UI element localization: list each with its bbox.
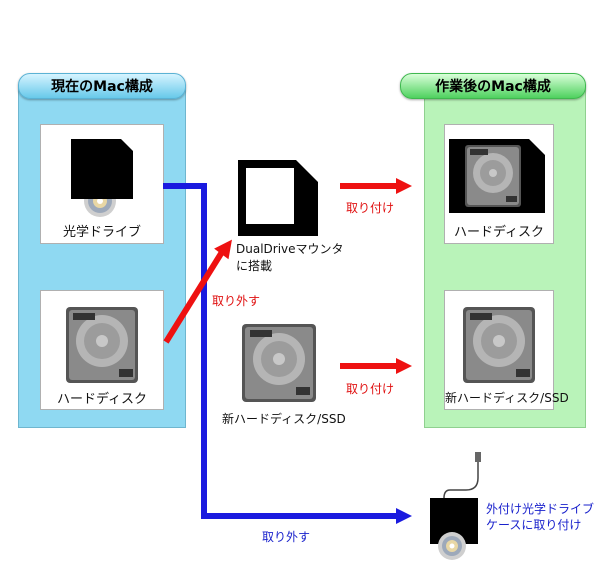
- current-config-header: 現在のMac構成: [18, 73, 186, 99]
- external-optical-drive-icon: [430, 452, 481, 560]
- mounted-hard-disk-icon: [449, 139, 545, 213]
- attach-label-bottom: 取り付け: [346, 382, 395, 396]
- after-config-header: 作業後のMac構成: [400, 73, 586, 99]
- external-case-label-1: 外付け光学ドライブ: [486, 502, 595, 516]
- new-hard-disk-icon: [463, 307, 535, 383]
- red-arrowhead-bottom: [396, 358, 412, 374]
- hdd-label-current: ハードディスク: [56, 392, 148, 407]
- new-disk-middle-label: 新ハードディスク/SSD: [222, 412, 346, 426]
- dualdrive-mounter-icon: [238, 160, 318, 236]
- hdd-card-after-top: ハードディスク: [444, 124, 554, 244]
- new-hdd-card-after: 新ハードディスク/SSD: [444, 290, 569, 410]
- remove-label-red: 取り外す: [212, 294, 261, 308]
- optical-drive-icon: [71, 139, 133, 217]
- red-diagonal-arrowhead: [214, 239, 232, 260]
- hdd-card-current: ハードディスク: [40, 290, 164, 410]
- remove-label-blue: 取り外す: [262, 530, 311, 544]
- external-case-label-2: ケースに取り付け: [486, 518, 582, 532]
- dualdrive-label-1: DualDriveマウンタ: [236, 242, 344, 256]
- blue-arrowhead: [396, 508, 412, 524]
- blue-arrow-path: [163, 183, 398, 519]
- optical-drive-card: 光学ドライブ: [40, 124, 164, 244]
- hard-disk-icon: [66, 307, 138, 383]
- red-arrowhead-top: [396, 178, 412, 194]
- dualdrive-label-2: に搭載: [236, 259, 273, 273]
- new-hdd-label-after: 新ハードディスク/SSD: [445, 391, 569, 405]
- optical-drive-label: 光学ドライブ: [62, 225, 141, 240]
- new-hard-disk-middle-icon: [242, 324, 316, 402]
- attach-label-top: 取り付け: [346, 201, 395, 215]
- hdd-label-after: ハードディスク: [453, 225, 545, 240]
- red-diagonal-arrow: [163, 250, 225, 344]
